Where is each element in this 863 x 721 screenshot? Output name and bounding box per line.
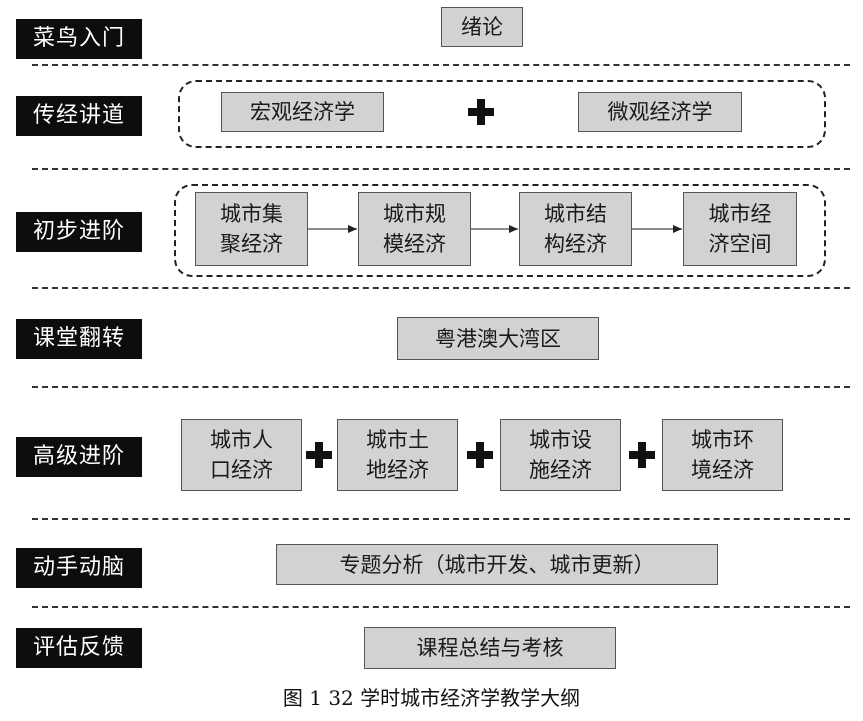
topic-box-spatial: 城市经济空间 xyxy=(683,192,797,266)
topic-box-intro: 绪论 xyxy=(441,7,523,47)
topic-line: 城市集 xyxy=(220,202,283,226)
stage-label-3: 初步进阶 xyxy=(16,212,142,252)
topic-line: 城市土 xyxy=(366,428,429,452)
topic-box-macroeconomics: 宏观经济学 xyxy=(221,92,384,132)
stage-label-6: 动手动脑 xyxy=(16,548,142,588)
stage-label-7: 评估反馈 xyxy=(16,628,142,668)
topic-box-scale: 城市规模经济 xyxy=(358,192,471,266)
topic-box-population: 城市人口经济 xyxy=(181,419,302,491)
stage-divider xyxy=(32,287,850,289)
topic-line: 城市设 xyxy=(529,428,592,452)
topic-line: 城市规 xyxy=(383,202,446,226)
plus-icon xyxy=(467,442,493,468)
stage-divider xyxy=(32,518,850,520)
topic-line: 地经济 xyxy=(366,458,429,482)
topic-line: 济空间 xyxy=(708,232,772,256)
topic-line: 模经济 xyxy=(383,232,446,256)
topic-box-case-study: 专题分析（城市开发、城市更新） xyxy=(276,544,718,585)
topic-box-microeconomics: 微观经济学 xyxy=(578,92,742,132)
plus-icon xyxy=(629,442,655,468)
topic-line: 口经济 xyxy=(210,458,273,482)
stage-label-5: 高级进阶 xyxy=(16,437,142,477)
plus-icon xyxy=(306,442,332,468)
figure-caption: 图 1 32 学时城市经济学教学大纲 xyxy=(282,686,581,710)
topic-box-land: 城市土地经济 xyxy=(337,419,458,491)
stage-label-4: 课堂翻转 xyxy=(16,319,142,359)
topic-line: 构经济 xyxy=(544,232,607,256)
topic-line: 城市经 xyxy=(708,202,772,226)
topic-line: 宏观经济学 xyxy=(250,100,355,124)
topic-line: 境经济 xyxy=(691,458,754,482)
stage-divider xyxy=(32,386,850,388)
stage-label-1: 菜鸟入门 xyxy=(16,19,142,59)
topic-box-greater-bay-area: 粤港澳大湾区 xyxy=(397,317,599,360)
topic-line: 课程总结与考核 xyxy=(416,636,564,660)
topic-box-infrastructure: 城市设施经济 xyxy=(500,419,621,491)
stage-divider xyxy=(32,606,850,608)
topic-line: 绪论 xyxy=(461,15,503,39)
group-frame-stage-3 xyxy=(174,184,826,277)
topic-box-structure: 城市结构经济 xyxy=(519,192,632,266)
topic-line: 城市结 xyxy=(544,202,607,226)
stage-label-2: 传经讲道 xyxy=(16,96,142,136)
topic-line: 微观经济学 xyxy=(607,100,713,124)
topic-line: 粤港澳大湾区 xyxy=(435,326,561,351)
stage-divider xyxy=(32,168,850,170)
topic-box-environment: 城市环境经济 xyxy=(662,419,783,491)
topic-line: 专题分析（城市开发、城市更新） xyxy=(339,552,655,577)
plus-icon xyxy=(468,99,494,125)
topic-line: 城市环 xyxy=(691,428,754,452)
topic-line: 聚经济 xyxy=(220,232,283,256)
topic-box-agglomeration: 城市集聚经济 xyxy=(195,192,308,266)
topic-line: 施经济 xyxy=(529,458,592,482)
stage-divider xyxy=(32,64,850,66)
topic-box-review: 课程总结与考核 xyxy=(364,627,616,669)
group-frame-stage-2 xyxy=(178,80,826,148)
topic-line: 城市人 xyxy=(210,428,273,452)
